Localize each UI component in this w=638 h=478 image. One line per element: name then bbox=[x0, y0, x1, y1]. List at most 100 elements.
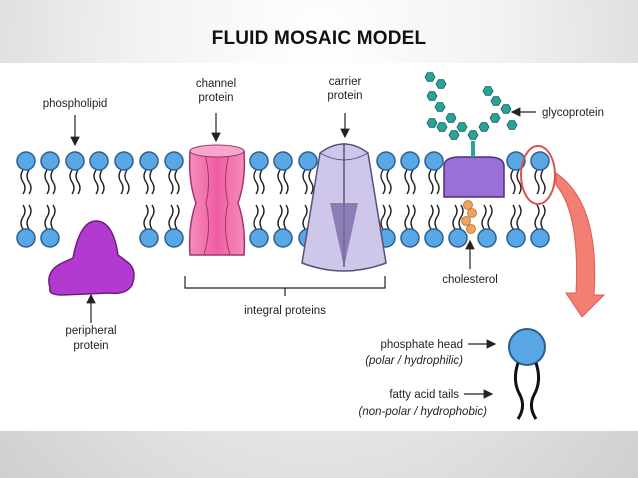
phosphate-head-icon bbox=[506, 228, 526, 248]
phospholipid-top bbox=[376, 151, 396, 195]
diagram-panel: phospholipid channel protein carrier pro… bbox=[0, 63, 638, 431]
integral-proteins-bracket bbox=[184, 276, 386, 296]
channel-protein-label-line1: channel bbox=[196, 78, 236, 90]
phospholipid-bottom bbox=[477, 204, 497, 248]
phosphate-head-icon bbox=[400, 151, 420, 171]
glycoprotein bbox=[424, 72, 518, 198]
phospholipid-top bbox=[164, 151, 184, 195]
phospholipid-bottom bbox=[448, 204, 468, 248]
phospholipid-top bbox=[400, 151, 420, 195]
fluid-mosaic-diagram: phospholipid channel protein carrier pro… bbox=[16, 72, 606, 420]
phosphate-head-label: phosphate head bbox=[381, 339, 464, 351]
phosphate-head-icon bbox=[40, 151, 60, 171]
sugar-unit-icon bbox=[435, 79, 447, 89]
phospholipid-bottom bbox=[249, 204, 269, 248]
sugar-unit-icon bbox=[467, 130, 479, 140]
phosphate-head-icon bbox=[273, 228, 293, 248]
phosphate-head-icon bbox=[89, 151, 109, 171]
phosphate-head-icon bbox=[164, 151, 184, 171]
phosphate-head-icon bbox=[530, 228, 550, 248]
callout-arrow bbox=[555, 172, 606, 318]
cholesterol-label: cholesterol bbox=[442, 274, 498, 286]
phospholipid-bilayer bbox=[16, 151, 550, 248]
phospholipid-top bbox=[40, 151, 60, 195]
phospholipid-top bbox=[273, 151, 293, 195]
peripheral-protein-label-line1: peripheral bbox=[65, 325, 116, 337]
sugar-unit-icon bbox=[489, 113, 501, 123]
phosphate-head-icon bbox=[424, 151, 444, 171]
carrier-protein bbox=[301, 143, 387, 272]
phosphate-head-icon bbox=[139, 151, 159, 171]
sugar-unit-icon bbox=[456, 122, 468, 132]
sugar-unit-icon bbox=[426, 118, 438, 128]
phosphate-head-icon bbox=[139, 228, 159, 248]
phosphate-head-icon bbox=[114, 151, 134, 171]
fatty-acid-tails-note: (non-polar / hydrophobic) bbox=[359, 406, 488, 418]
phosphate-head-icon bbox=[298, 151, 318, 171]
phosphate-head-icon bbox=[530, 151, 550, 171]
phospholipid-top bbox=[249, 151, 269, 195]
phospholipid-top bbox=[139, 151, 159, 195]
phospholipid-top bbox=[298, 151, 318, 195]
phosphate-head-icon bbox=[424, 228, 444, 248]
phosphate-head-icon bbox=[448, 228, 468, 248]
peripheral-protein bbox=[48, 220, 135, 296]
cholesterol-ring-icon bbox=[461, 216, 471, 226]
sugar-unit-icon bbox=[434, 102, 446, 112]
phosphate-head-icon bbox=[400, 228, 420, 248]
phosphate-head-icon bbox=[164, 228, 184, 248]
phospholipid-top bbox=[424, 151, 444, 195]
slide-title: FLUID MOSAIC MODEL bbox=[211, 28, 427, 49]
fatty-acid-tails-label: fatty acid tails bbox=[389, 389, 459, 401]
cholesterol-molecule bbox=[461, 200, 477, 234]
phospholipid-bottom bbox=[16, 204, 36, 248]
sugar-unit-icon bbox=[445, 113, 457, 123]
phosphate-head-icon bbox=[273, 151, 293, 171]
sugar-unit-icon bbox=[500, 104, 512, 114]
sugar-unit-icon bbox=[506, 120, 518, 130]
phosphate-head-icon bbox=[477, 228, 497, 248]
phosphate-head-icon bbox=[16, 228, 36, 248]
carrier-protein-label-line1: carrier bbox=[329, 76, 362, 88]
phospholipid-bottom bbox=[506, 204, 526, 248]
channel-protein-label-line2: protein bbox=[198, 92, 233, 104]
phosphate-head-icon bbox=[40, 228, 60, 248]
phosphate-head-note: (polar / hydrophilic) bbox=[365, 355, 463, 367]
carbohydrate-chain bbox=[424, 72, 518, 140]
sugar-unit-icon bbox=[448, 130, 460, 140]
sugar-unit-icon bbox=[426, 91, 438, 101]
cholesterol-ring-icon bbox=[463, 200, 473, 210]
phospholipid-top bbox=[89, 151, 109, 195]
phospholipid-top bbox=[65, 151, 85, 195]
cholesterol-ring-icon bbox=[467, 208, 477, 218]
phospholipid-label: phospholipid bbox=[43, 98, 108, 110]
phosphate-head-icon bbox=[506, 151, 526, 171]
sugar-unit-icon bbox=[436, 122, 448, 132]
carrier-protein-label-line2: protein bbox=[327, 90, 362, 102]
phospholipid-bottom bbox=[139, 204, 159, 248]
phospholipid-bottom bbox=[273, 204, 293, 248]
phosphate-head-icon bbox=[249, 151, 269, 171]
callout-circle bbox=[520, 145, 556, 205]
phosphate-head-icon bbox=[16, 151, 36, 171]
glycoprotein-label: glycoprotein bbox=[542, 107, 604, 119]
phospholipid-top bbox=[16, 151, 36, 195]
phospholipid-top bbox=[506, 151, 526, 195]
sugar-unit-icon bbox=[424, 72, 436, 82]
phosphate-head-icon bbox=[65, 151, 85, 171]
sugar-unit-icon bbox=[478, 122, 490, 132]
phospholipid-bottom bbox=[530, 204, 550, 248]
phosphate-head-icon bbox=[249, 228, 269, 248]
phospholipid-bottom bbox=[164, 204, 184, 248]
integral-proteins-label: integral proteins bbox=[244, 305, 326, 317]
phospholipid-bottom bbox=[424, 204, 444, 248]
phospholipid-bottom bbox=[400, 204, 420, 248]
phosphate-head-icon bbox=[376, 151, 396, 171]
phospholipid-bottom bbox=[40, 204, 60, 248]
channel-protein bbox=[188, 144, 246, 256]
sugar-unit-icon bbox=[482, 86, 494, 96]
phospholipid-detail bbox=[508, 328, 546, 420]
sugar-unit-icon bbox=[490, 96, 502, 106]
peripheral-protein-label-line2: protein bbox=[73, 340, 108, 352]
